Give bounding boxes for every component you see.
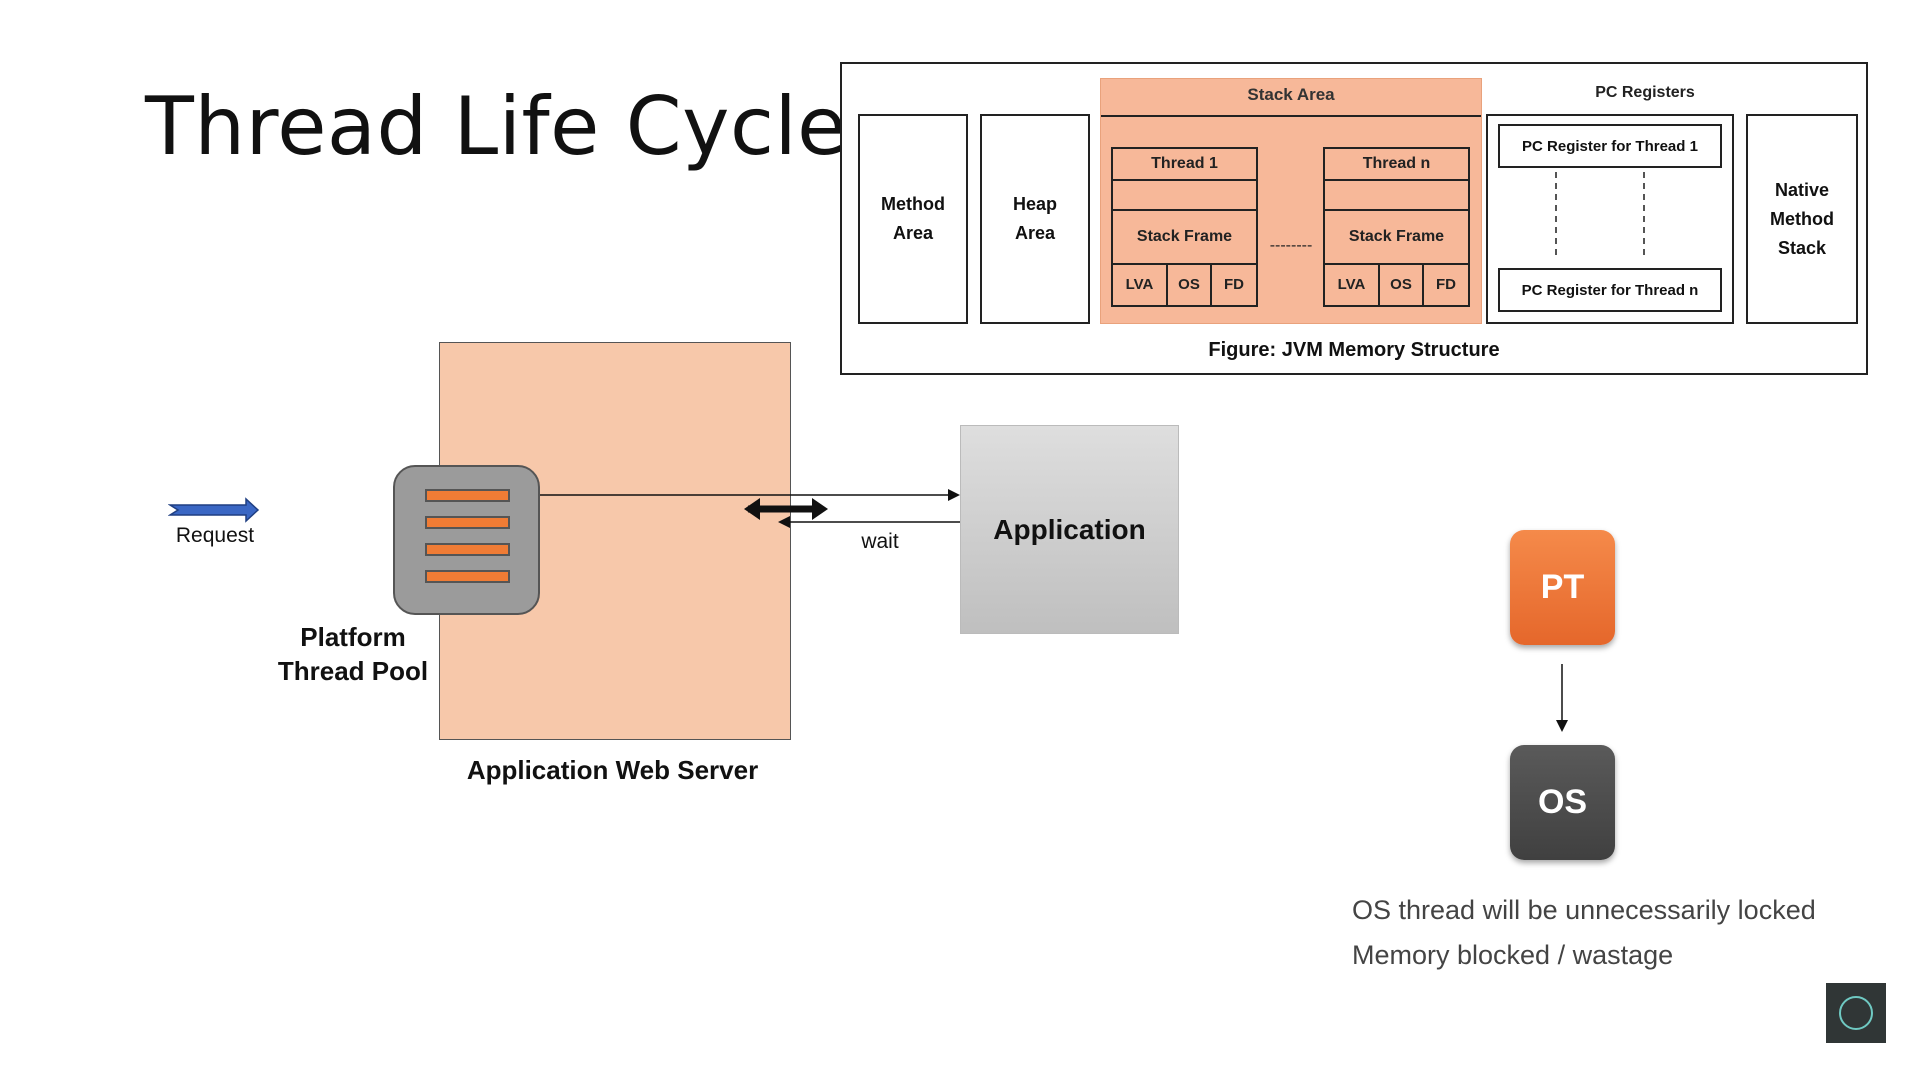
pt-to-os-arrow-icon [1556,664,1568,732]
slide-title: Thread Life Cycle [145,80,847,173]
pc-registers-box: PC Register for Thread 1 PC Register for… [1486,114,1734,324]
thread-1-stack-frame: Stack Frame [1113,211,1256,265]
os-cell: OS [1168,263,1212,305]
stack-dashes: -------- [1269,237,1313,254]
thread-1-spacer [1113,181,1256,211]
thread-1-stack: Thread 1 Stack Frame LVA OS FD [1111,147,1258,307]
pool-thread-bar [425,570,510,583]
thread-n-frame-cells: LVA OS FD [1325,263,1468,305]
thread-n-label: Thread n [1325,149,1468,181]
pool-thread-bar [425,516,510,529]
wait-label: wait [861,530,899,553]
fd-cell: FD [1224,275,1244,293]
platform-thread-tile: PT [1510,530,1615,645]
stack-area-title: Stack Area [1247,85,1335,104]
application-web-server-label: Application Web Server [466,755,759,785]
thread-1-label: Thread 1 [1113,149,1256,181]
stack-area-body: Thread 1 Stack Frame LVA OS FD -------- … [1101,115,1481,323]
channel-logo-icon [1826,983,1886,1043]
method-area: Method Area [858,114,968,324]
fd-cell: FD [1436,275,1456,293]
native-method-stack: Native Method Stack [1746,114,1858,324]
heap-area: Heap Area [980,114,1090,324]
thread-n-spacer [1325,181,1468,211]
note-memory-wastage: Memory blocked / wastage [1352,940,1674,970]
thread-1-frame-cells: LVA OS FD [1113,263,1256,305]
os-thread-tile: OS [1510,745,1615,860]
application-box: Application [960,425,1179,634]
platform-thread-pool-label: Platform Thread Pool [277,622,429,686]
lva-cell: LVA [1325,263,1380,305]
pc-register-thread-n: PC Register for Thread n [1498,268,1722,312]
stack-area: Stack Area Thread 1 Stack Frame LVA OS F… [1100,78,1482,324]
lva-cell: LVA [1113,263,1168,305]
request-connector [540,489,960,528]
pc-registers-title: PC Registers [1595,84,1695,101]
pool-thread-bar [425,543,510,556]
platform-thread-pool [393,465,540,615]
jvm-memory-figure: Method Area Heap Area Stack Area Thread … [840,62,1868,375]
note-os-thread-locked: OS thread will be unnecessarily locked [1352,895,1816,925]
figure-caption: Figure: JVM Memory Structure [1208,339,1500,361]
request-arrow-icon [168,497,260,523]
request-label: Request [175,524,255,547]
thread-n-stack: Thread n Stack Frame LVA OS FD [1323,147,1470,307]
thread-n-stack-frame: Stack Frame [1325,211,1468,265]
pc-register-thread-1: PC Register for Thread 1 [1498,124,1722,168]
os-cell: OS [1380,263,1424,305]
pc-dashed-lines [1555,172,1645,260]
pool-thread-bar [425,489,510,502]
